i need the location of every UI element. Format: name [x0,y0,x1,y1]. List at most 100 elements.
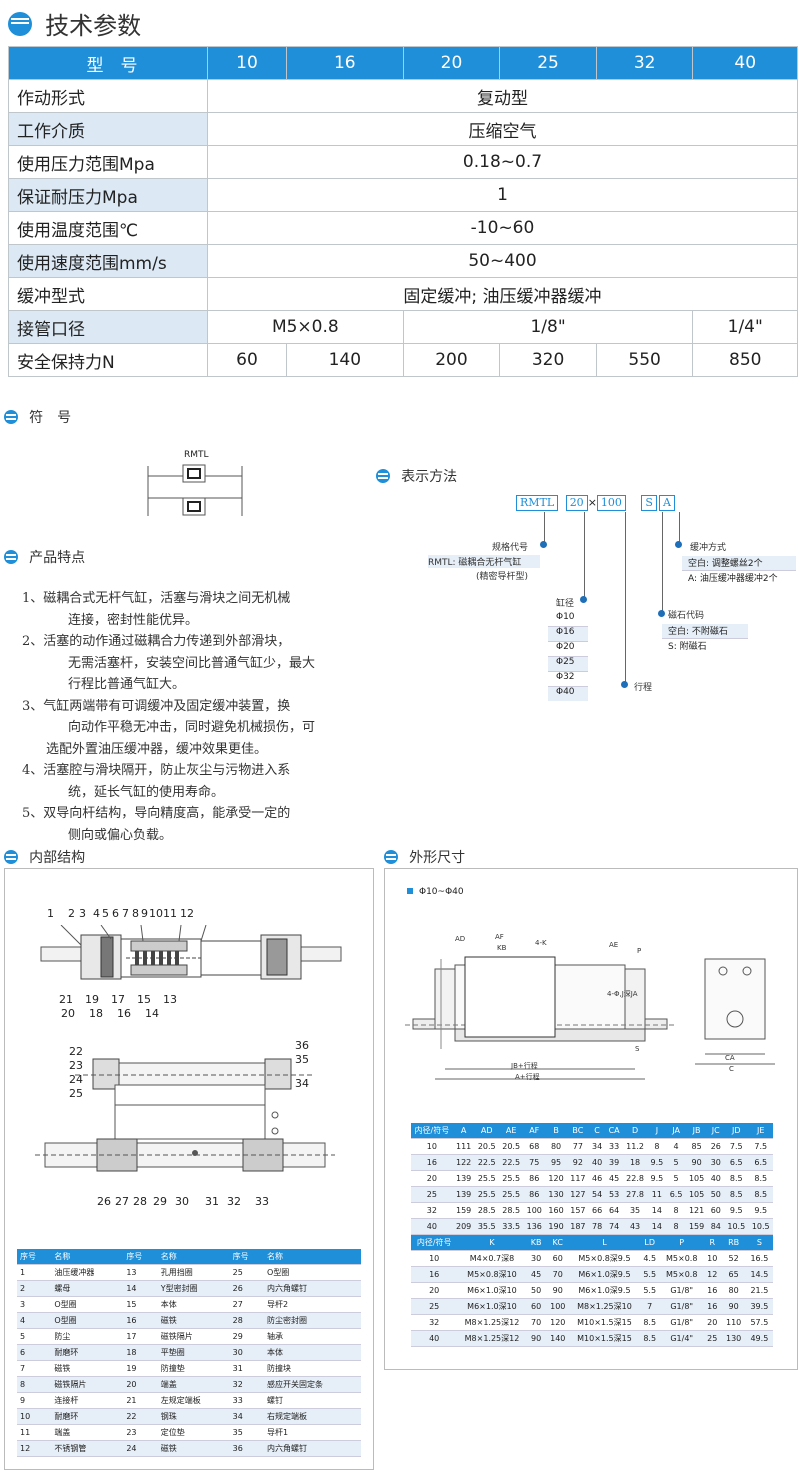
table-cell: 100 [523,1202,546,1219]
table-cell: M10×1.5深15 [569,1330,640,1347]
spec-label: 工作介质 [8,112,208,146]
table-cell: 4 [17,1312,52,1329]
table-cell: 9.5 [724,1202,749,1219]
bore-cell: 40 [692,46,798,80]
table-cell: 8.5 [639,1330,661,1347]
table-cell: 6 [17,1344,52,1361]
table-cell: M10×1.5深15 [569,1314,640,1331]
table-cell: 75 [523,1154,546,1171]
table-cell: 7 [17,1360,52,1377]
table-cell: 33 [229,1392,265,1409]
table-cell: 14.5 [745,1266,773,1283]
table-cell: 22 [123,1408,158,1425]
section-icon [376,468,390,483]
table-cell: 39 [605,1154,623,1171]
spec-row: 作动形式 复动型 [8,79,798,113]
table-cell: 17 [123,1328,158,1345]
bore-list: Φ10 Φ16 Φ20 Φ25 Φ32 Φ40 [548,612,588,701]
table-cell: 26 [707,1138,725,1155]
parts-header-row: 序号 名称 序号 名称 序号 名称 [17,1249,361,1265]
table-cell: 22.5 [474,1154,499,1171]
model-code-line: (精密导杆型) [476,572,529,582]
bore-range-label: Φ10~Φ40 [407,887,464,897]
table-cell: 10 [411,1250,458,1267]
spec-row: 工作介质 压缩空气 [8,112,798,146]
table-cell: 16 [703,1282,722,1299]
spec-value: 1/4" [692,310,798,344]
table-cell: 120 [545,1314,570,1331]
table-cell: 内六角螺钉 [264,1440,361,1457]
part-number: 16 [117,1007,131,1020]
table-header: C [588,1123,606,1139]
part-number: 2 [68,907,75,920]
magnet-list: 空白: 不附磁石 S: 附磁石 [662,624,748,653]
table-cell: 感应开关固定条 [264,1376,361,1393]
table-header: AD [474,1123,499,1139]
table-header: P [660,1235,704,1251]
table-cell: M5×0.8 [660,1250,704,1267]
table-cell: 46 [588,1170,606,1187]
spec-value: 复动型 [207,79,798,113]
table-cell: 孔用挡圈 [157,1264,230,1281]
table-cell: 14 [123,1280,158,1297]
table-cell: 14 [647,1218,667,1235]
table-cell: 5 [17,1328,52,1345]
part-number: 33 [255,1195,269,1208]
table-cell: 16 [123,1312,158,1329]
table-cell: 23 [123,1424,158,1441]
table-cell: 30 [526,1250,546,1267]
table-cell: 10 [411,1138,453,1155]
table-cell: 8.5 [724,1186,749,1203]
table-cell: 159 [685,1218,708,1235]
table-cell: 防尘密封圈 [264,1312,361,1329]
table-cell: 80 [545,1138,567,1155]
table-cell: M6×1.0深10 [457,1282,527,1299]
table-cell: 49.5 [745,1330,773,1347]
spec-row: 保证耐压力Mpa 1 [8,178,798,212]
connector-dot [658,610,665,617]
table-cell: 84 [707,1218,725,1235]
dim-label: JB+行程 [511,1062,538,1070]
stroke-title: 行程 [634,683,653,693]
table-header: AE [498,1123,524,1139]
internal-assembly-drawing [35,1058,335,1172]
table-cell: 33 [605,1138,623,1155]
connector-line [679,512,680,544]
table-header: K [457,1235,527,1251]
connector-dot [540,541,547,548]
table-cell: 34 [229,1408,265,1425]
table-header: 序号 [17,1249,52,1265]
table-cell: 29 [229,1328,265,1345]
part-number: 7 [122,907,129,920]
model-code-line: RMTL: 磁耦合无杆气缸 [428,555,540,568]
table-cell: 57.5 [745,1314,773,1331]
spec-value: 140 [285,343,404,377]
table-cell: 100 [545,1298,570,1315]
table-cell: 8 [17,1376,52,1393]
table-cell: 90 [526,1330,546,1347]
table-cell: M8×1.25深12 [457,1330,527,1347]
table-cell: 定位垫 [157,1424,230,1441]
table-cell: 121 [685,1202,708,1219]
table-cell: 端盖 [157,1376,230,1393]
section-icon [4,549,18,564]
table-cell: 40 [588,1154,606,1171]
table-header: JD [724,1123,749,1139]
table-cell: 40 [411,1218,453,1235]
table-cell: 磁铁 [51,1360,124,1377]
spec-value: 1 [207,178,798,212]
code-cushion: A [658,495,675,511]
table-header: R [703,1235,722,1251]
